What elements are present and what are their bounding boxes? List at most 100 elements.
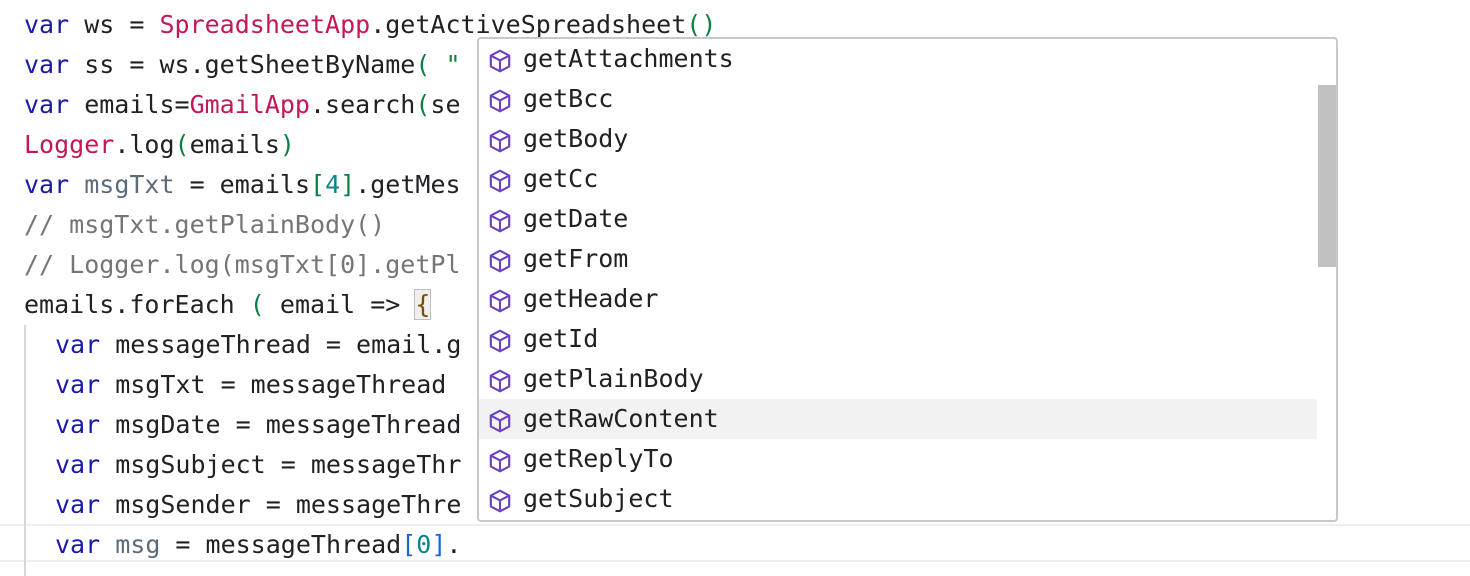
code-text: var msgSubject = messageThr — [55, 445, 461, 485]
code-token: ( — [249, 290, 265, 319]
suggestion-item[interactable]: getHeader — [479, 279, 1317, 319]
code-token: se — [430, 90, 461, 119]
code-text: var emails=GmailApp.search(se — [24, 85, 461, 125]
code-line-14[interactable]: var msg = messageThread[0]. — [0, 525, 1470, 565]
code-line-6[interactable]: // msgTxt.getPlainBody() — [0, 205, 1470, 245]
method-cube-icon — [487, 366, 513, 393]
code-line-3[interactable]: var emails=GmailApp.search(se — [0, 85, 1470, 125]
code-line-11[interactable]: var msgDate = messageThread — [0, 405, 1470, 445]
code-token: [ — [310, 170, 326, 199]
code-token: // msgTxt.getPlainBody() — [24, 210, 386, 239]
method-cube-icon — [487, 406, 513, 433]
current-line-highlight — [0, 524, 1470, 562]
suggestion-item[interactable]: getAttachments — [479, 39, 1317, 79]
suggestion-item[interactable]: getId — [479, 319, 1317, 359]
code-token: var — [55, 450, 101, 479]
code-token — [69, 170, 84, 199]
code-token: var — [24, 10, 70, 39]
method-cube-icon — [487, 46, 513, 73]
code-line-9[interactable]: var messageThread = email.g — [0, 325, 1470, 365]
suggestion-item[interactable]: getCc — [479, 159, 1317, 199]
code-text: var ss = ws.getSheetByName( " — [24, 45, 461, 85]
code-token: ] — [431, 530, 447, 559]
code-token — [430, 50, 445, 79]
code-line-10[interactable]: var msgTxt = messageThread — [0, 365, 1470, 405]
suggestion-label: getCc — [523, 164, 599, 193]
code-token: ( — [415, 90, 431, 119]
method-cube-icon — [487, 326, 513, 353]
code-token: var — [24, 90, 70, 119]
code-token: [ — [401, 530, 417, 559]
code-token: ( — [415, 50, 431, 79]
code-text: var msgSender = messageThre — [55, 485, 461, 525]
code-token: .search — [310, 90, 416, 119]
code-line-8[interactable]: emails.forEach ( email => { — [0, 285, 1470, 325]
code-token: messageThread = email.g — [100, 330, 462, 359]
autocomplete-suggestions[interactable]: getAttachments getBcc getBody getCc getD… — [477, 37, 1338, 522]
code-token: . — [446, 530, 462, 559]
code-text: var msgTxt = messageThread — [55, 365, 461, 405]
code-token: msgSender = messageThre — [100, 490, 462, 519]
code-token: 4 — [325, 170, 341, 199]
method-cube-icon — [487, 486, 513, 513]
code-token: ) — [279, 130, 295, 159]
suggestion-item[interactable]: getSubject — [479, 479, 1317, 519]
code-token: .log — [114, 130, 175, 159]
code-token: var — [55, 490, 101, 519]
suggestion-label: getRawContent — [523, 404, 719, 433]
code-token: msgTxt = messageThread — [100, 370, 462, 399]
code-token: msgTxt — [84, 170, 175, 199]
suggestion-item[interactable]: getFrom — [479, 239, 1317, 279]
code-text: Logger.log(emails) — [24, 125, 295, 165]
code-token: SpreadsheetApp — [159, 10, 371, 39]
code-line-13[interactable]: var msgSender = messageThre — [0, 485, 1470, 525]
code-text: var msgTxt = emails[4].getMes — [24, 165, 461, 205]
code-token: var — [24, 50, 70, 79]
suggestion-item[interactable]: getBcc — [479, 79, 1317, 119]
code-token: ( — [174, 130, 190, 159]
code-token: 0 — [416, 530, 432, 559]
code-token: = messageThread — [160, 530, 402, 559]
method-cube-icon — [487, 286, 513, 313]
code-token: ws = — [69, 10, 160, 39]
code-token: ] — [340, 170, 356, 199]
method-cube-icon — [487, 126, 513, 153]
code-line-7[interactable]: // Logger.log(msgTxt[0].getPl — [0, 245, 1470, 285]
suggestion-item[interactable]: getBody — [479, 119, 1317, 159]
code-token: " — [445, 50, 461, 79]
code-token: msg — [115, 530, 161, 559]
code-line-4[interactable]: Logger.log(emails) — [0, 125, 1470, 165]
code-line-12[interactable]: var msgSubject = messageThr — [0, 445, 1470, 485]
code-text: var msgDate = messageThread — [55, 405, 461, 445]
suggestion-item[interactable]: getRawContent — [479, 399, 1317, 439]
code-token — [100, 530, 115, 559]
suggestions-scrollbar[interactable] — [1318, 85, 1336, 267]
suggestion-item[interactable]: getReplyTo — [479, 439, 1317, 479]
suggestion-label: getFrom — [523, 244, 629, 273]
code-token: msgSubject = messageThr — [100, 450, 462, 479]
code-token: () — [686, 10, 717, 39]
code-token: var — [24, 170, 70, 199]
code-line-2[interactable]: var ss = ws.getSheetByName( " — [0, 45, 1470, 85]
code-text: var ws = SpreadsheetApp.getActiveSpreads… — [24, 5, 716, 45]
suggestion-label: getId — [523, 324, 599, 353]
suggestion-label: getAttachments — [523, 44, 734, 73]
suggestion-item[interactable]: getDate — [479, 199, 1317, 239]
code-token: { — [414, 289, 432, 320]
code-token: GmailApp — [189, 90, 310, 119]
code-token: emails= — [69, 90, 190, 119]
code-token: msgDate = messageThread — [100, 410, 462, 439]
code-token: var — [55, 530, 101, 559]
code-text: var msg = messageThread[0]. — [55, 525, 461, 565]
suggestion-item[interactable]: getPlainBody — [479, 359, 1317, 399]
code-line-5[interactable]: var msgTxt = emails[4].getMes — [0, 165, 1470, 205]
suggestion-label: getBcc — [523, 84, 614, 113]
method-cube-icon — [487, 166, 513, 193]
code-token: .getMes — [355, 170, 461, 199]
code-text: // Logger.log(msgTxt[0].getPl — [24, 245, 461, 285]
code-token: // Logger.log(msgTxt[0].getPl — [24, 250, 461, 279]
code-line-1[interactable]: var ws = SpreadsheetApp.getActiveSpreads… — [0, 5, 1470, 45]
code-text: var messageThread = email.g — [55, 325, 461, 365]
suggestion-label: getReplyTo — [523, 444, 674, 473]
